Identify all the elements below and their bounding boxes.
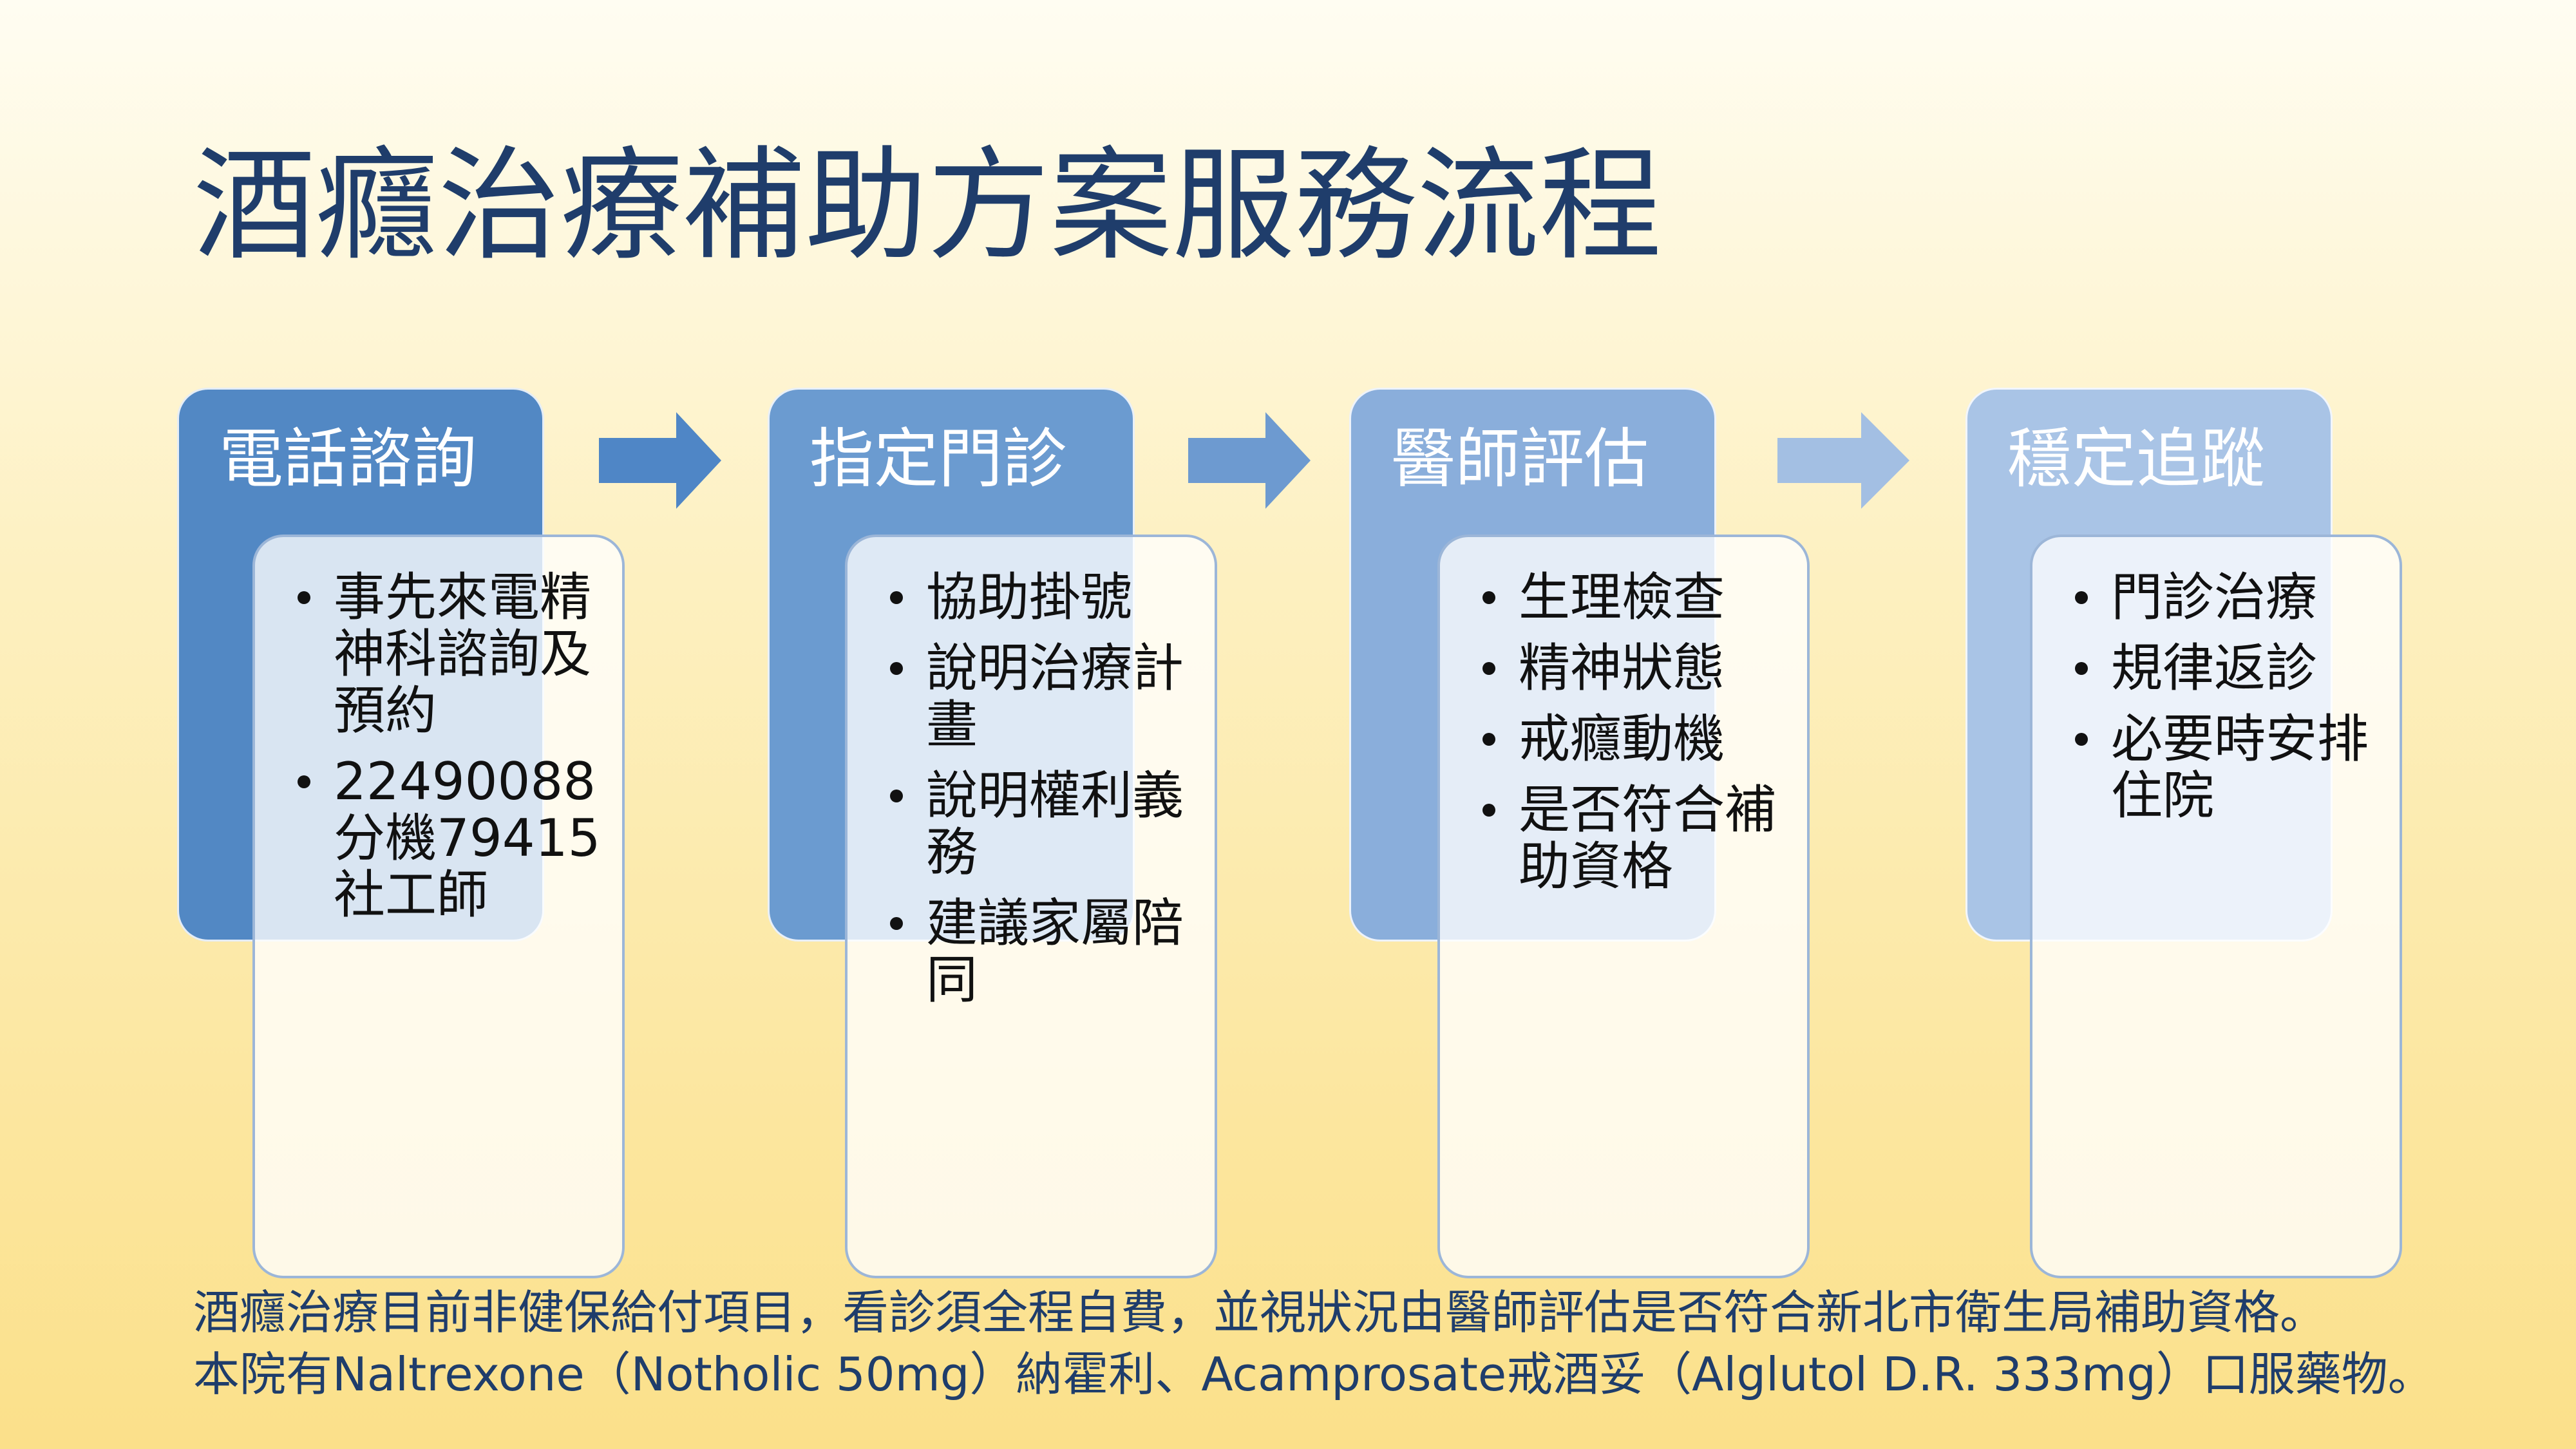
step-details-card: 門診治療 規律返診 必要時安排住院 [2030,535,2402,1278]
arrow-right-icon [599,412,721,509]
step-label: 指定門診 [810,421,1067,497]
list-item: 說明治療計畫 [886,640,1195,753]
step-label: 醫師評估 [1391,421,1649,497]
page-title: 酒癮治療補助方案服務流程 [193,135,1662,277]
footnote: 酒癮治療目前非健保給付項目，看診須全程自費，並視狀況由醫師評估是否符合新北市衛生… [193,1282,2544,1405]
footnote-line-2: 本院有Naltrexone（Notholic 50mg）納霍利、Acampros… [193,1347,2434,1401]
list-item: 生理檢查 [1479,569,1788,626]
list-item: 精神狀態 [1479,640,1788,697]
list-item: 說明權利義務 [886,768,1195,881]
step-details-card: 生理檢查 精神狀態 戒癮動機 是否符合補助資格 [1437,535,1810,1278]
step-details-card: 事先來電精神科諮詢及預約 22490088分機79415社工師 [252,535,625,1278]
list-item: 必要時安排住院 [2071,711,2380,824]
list-item: 協助掛號 [886,569,1195,626]
list-item: 22490088分機79415社工師 [294,753,603,923]
list-item: 門診治療 [2071,569,2380,626]
list-item: 戒癮動機 [1479,711,1788,768]
list-item: 事先來電精神科諮詢及預約 [294,569,603,739]
list-item: 是否符合補助資格 [1479,782,1788,895]
footnote-line-1: 酒癮治療目前非健保給付項目，看診須全程自費，並視狀況由醫師評估是否符合新北市衛生… [193,1285,2327,1340]
arrow-right-icon [1777,412,1909,509]
step-details-card: 協助掛號 說明治療計畫 說明權利義務 建議家屬陪同 [845,535,1217,1278]
step-label: 穩定追蹤 [2007,421,2265,497]
list-item: 規律返診 [2071,640,2380,697]
list-item: 建議家屬陪同 [886,895,1195,1009]
arrow-right-icon [1188,412,1311,509]
step-label: 電話諮詢 [219,421,477,497]
